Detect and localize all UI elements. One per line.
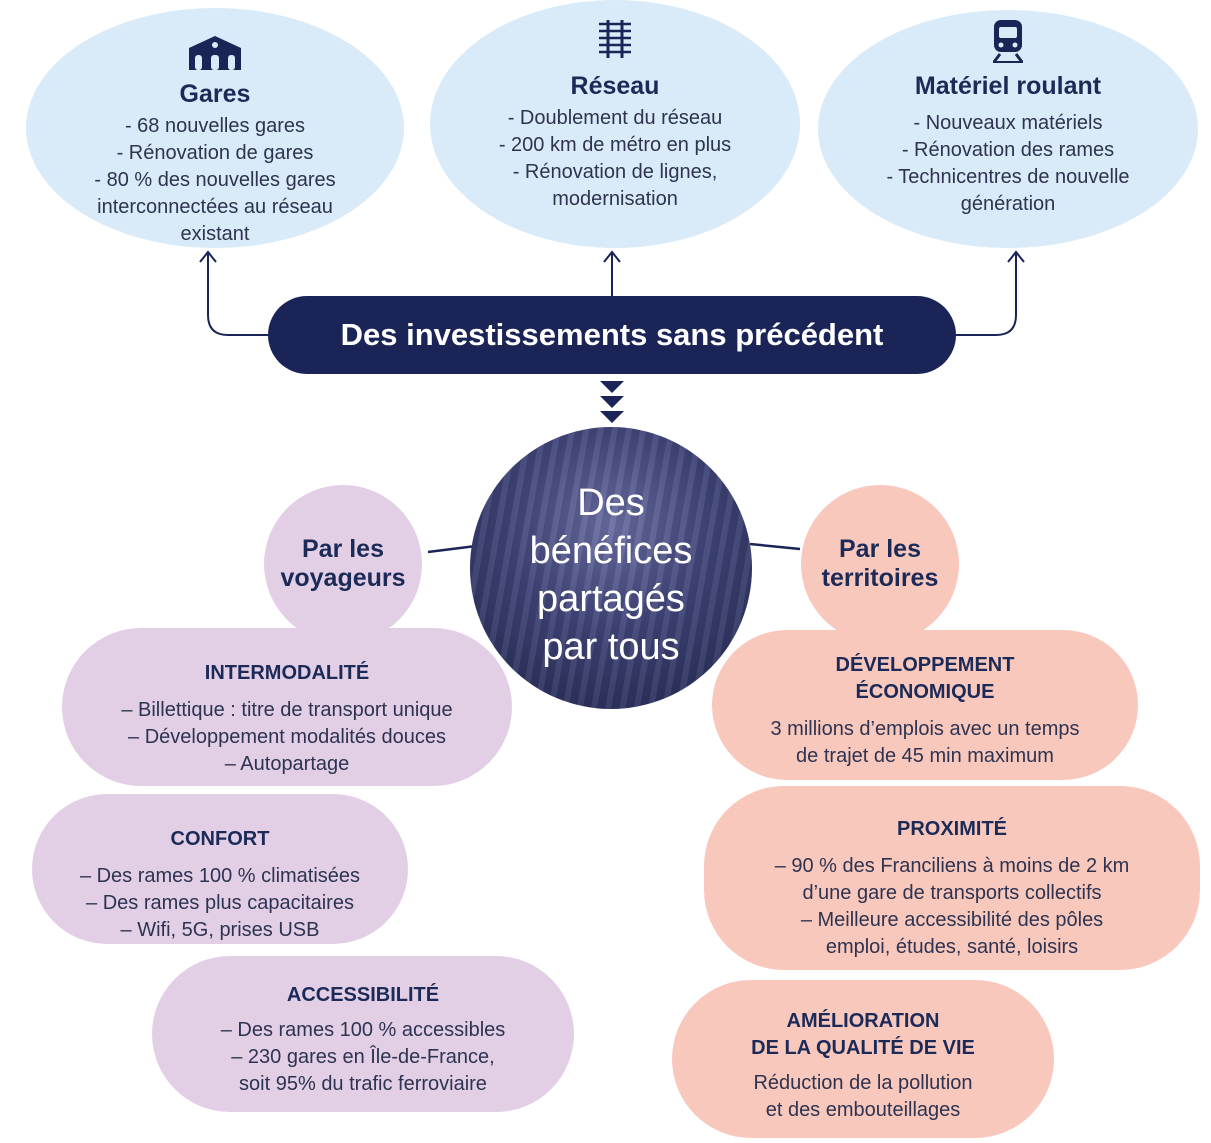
center-line: bénéfices (529, 530, 693, 572)
title-line: DÉVELOPPEMENT (835, 654, 1015, 676)
list-item: - Rénovation de gares (116, 142, 314, 164)
bubble-confort: CONFORT – Des rames 100 % climatisées – … (32, 794, 408, 944)
card-reseau: Réseau - Doublement du réseau - 200 km d… (430, 0, 800, 248)
bubble-qualite-de-vie: AMÉLIORATION DE LA QUALITÉ DE VIE Réduct… (672, 980, 1054, 1138)
bubble-title: PROXIMITÉ (896, 818, 1007, 840)
list-item: – Meilleure accessibilité des pôles (800, 909, 1104, 931)
train-front-icon (990, 18, 1026, 69)
list-item: – 90 % des Franciliens à moins de 2 km (774, 855, 1130, 877)
card-title: Réseau (570, 72, 660, 100)
label-line: voyageurs (280, 564, 406, 592)
list-item: - Doublement du réseau (507, 107, 723, 129)
bubble-items: – Des rames 100 % accessibles – 230 gare… (152, 1017, 574, 1098)
railway-track-icon (594, 18, 636, 65)
list-item: et des embouteillages (765, 1099, 961, 1121)
list-item: - Rénovation de lignes, (512, 161, 718, 183)
investments-banner: Des investissements sans précédent (268, 296, 956, 374)
list-item: – Des rames 100 % accessibles (220, 1019, 506, 1041)
bubble-title: ACCESSIBILITÉ (286, 984, 440, 1006)
list-item: interconnectées au réseau (97, 196, 333, 218)
label-line: Par les (838, 535, 921, 563)
list-item: - 200 km de métro en plus (498, 134, 732, 156)
card-items: - 68 nouvelles gares - Rénovation de gar… (26, 113, 404, 248)
bubble-title: INTERMODALITÉ (204, 662, 370, 684)
bubble-items: – 90 % des Franciliens à moins de 2 km d… (704, 853, 1200, 961)
list-item: - 68 nouvelles gares (124, 115, 306, 137)
center-photo-circle: Des bénéfices partagés par tous (470, 427, 752, 709)
list-item: d’une gare de transports collectifs (802, 882, 1102, 904)
list-item: Réduction de la pollution (753, 1072, 973, 1094)
title-line: DE LA QUALITÉ DE VIE (751, 1037, 975, 1059)
center-line: Des (577, 482, 645, 524)
station-building-icon (185, 34, 245, 75)
title-line: ÉCONOMIQUE (855, 681, 995, 703)
card-materiel-roulant: Matériel roulant - Nouveaux matériels - … (818, 10, 1198, 248)
chevrons-down-icon (600, 381, 624, 423)
bubble-items: 3 millions d’emplois avec un temps de tr… (712, 716, 1138, 770)
list-item: – Des rames plus capacitaires (86, 892, 354, 914)
center-title: Des bénéfices partagés par tous (470, 479, 752, 671)
list-item: - 80 % des nouvelles gares (94, 169, 336, 191)
bubble-items: – Des rames 100 % climatisées – Des rame… (32, 863, 408, 944)
list-item: – Développement modalités douces (128, 726, 446, 748)
list-item: - Rénovation des rames (901, 139, 1115, 161)
label-territoires: Par les territoires (801, 485, 959, 643)
card-title: Gares (179, 80, 251, 108)
label-voyageurs: Par les voyageurs (264, 485, 422, 643)
bubble-accessibilite: ACCESSIBILITÉ – Des rames 100 % accessib… (152, 956, 574, 1112)
bubble-title: AMÉLIORATION DE LA QUALITÉ DE VIE (672, 1008, 1054, 1062)
list-item: – Billettique : titre de transport uniqu… (121, 699, 453, 721)
card-title: Matériel roulant (914, 72, 1102, 100)
card-items: - Nouveaux matériels - Rénovation des ra… (818, 110, 1198, 218)
bubble-proximite: PROXIMITÉ – 90 % des Franciliens à moins… (704, 786, 1200, 970)
list-item: emploi, études, santé, loisirs (825, 936, 1079, 958)
list-item: soit 95% du trafic ferroviaire (239, 1073, 487, 1095)
card-items: - Doublement du réseau - 200 km de métro… (430, 105, 800, 213)
bubble-title: DÉVELOPPEMENT ÉCONOMIQUE (712, 652, 1138, 706)
list-item: modernisation (552, 188, 678, 210)
list-item: génération (960, 193, 1056, 215)
list-item: – Autopartage (224, 753, 350, 775)
list-item: – Wifi, 5G, prises USB (120, 919, 320, 941)
center-line: par tous (542, 626, 680, 668)
list-item: – Des rames 100 % climatisées (79, 865, 361, 887)
bubble-items: – Billettique : titre de transport uniqu… (62, 697, 512, 778)
label-line: Par les (301, 535, 384, 563)
list-item: de trajet de 45 min maximum (796, 745, 1054, 767)
list-item: 3 millions d’emplois avec un temps (770, 718, 1080, 740)
list-item: – 230 gares en Île-de-France, (231, 1046, 495, 1068)
label-line: territoires (821, 564, 939, 592)
title-line: AMÉLIORATION (786, 1010, 940, 1032)
list-item: - Technicentres de nouvelle (886, 166, 1130, 188)
list-item: - Nouveaux matériels (913, 112, 1103, 134)
bubble-title: CONFORT (170, 828, 270, 850)
list-item: existant (180, 223, 250, 245)
bubble-developpement-economique: DÉVELOPPEMENT ÉCONOMIQUE 3 millions d’em… (712, 630, 1138, 780)
center-line: partagés (537, 578, 685, 620)
bubble-items: Réduction de la pollution et des emboute… (672, 1070, 1054, 1124)
bubble-intermodalite: INTERMODALITÉ – Billettique : titre de t… (62, 628, 512, 786)
card-gares: Gares - 68 nouvelles gares - Rénovation … (26, 8, 404, 248)
